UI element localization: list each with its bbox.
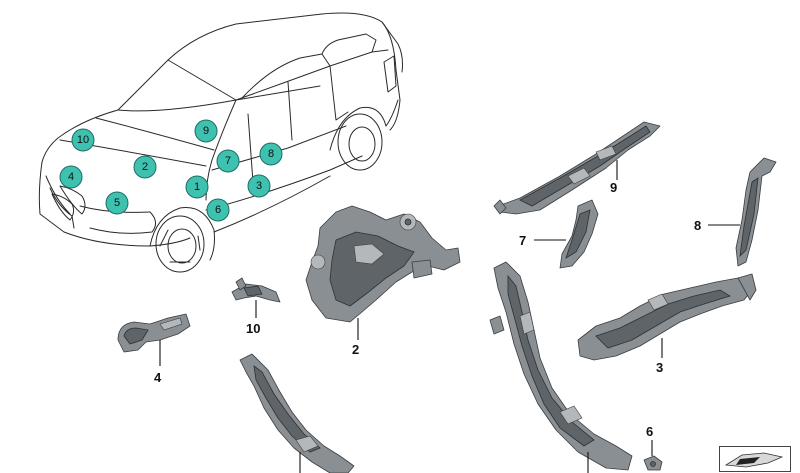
part-5-channel [489,261,633,471]
part-6-clip [643,455,663,471]
part-label-3: 3 [656,360,663,375]
part-2-bracket [305,205,461,323]
marker-5: 5 [105,191,129,215]
svg-text:1: 1 [194,181,200,193]
part-1-duct [239,353,355,473]
corner-logo-box [719,446,791,472]
marker-1: 1 [185,175,209,199]
svg-text:5: 5 [114,197,120,209]
svg-text:3: 3 [256,180,262,192]
svg-text:9: 9 [203,125,209,137]
svg-text:4: 4 [68,171,74,183]
marker-6: 6 [206,198,230,222]
svg-text:2: 2 [142,161,148,173]
part-label-4: 4 [154,370,162,385]
car-markers: 10 9 2 4 7 8 1 3 5 6 [59,119,283,222]
marker-10: 10 [71,128,95,152]
wrench-logo-icon [724,452,784,468]
svg-text:7: 7 [225,155,231,167]
part-label-10: 10 [246,321,260,336]
marker-3: 3 [247,174,271,198]
part-label-2: 2 [352,342,359,357]
part-label-6: 6 [646,424,653,439]
svg-text:10: 10 [77,134,89,146]
marker-9: 9 [194,119,218,143]
marker-7: 7 [216,149,240,173]
part-8-rail [735,157,777,267]
part-label-9: 9 [610,180,617,195]
part-4-duct [117,313,191,353]
part-label-8: 8 [694,218,701,233]
part-10-clip [231,277,281,303]
marker-8: 8 [259,142,283,166]
svg-text:8: 8 [268,148,274,160]
part-label-7: 7 [519,233,526,248]
svg-text:6: 6 [215,204,221,216]
part-9-bracket [493,121,661,215]
marker-2: 2 [133,155,157,179]
part-7-bracket [559,199,599,269]
part-3-tray [577,273,757,361]
car-outline [38,12,403,273]
marker-4: 4 [59,165,83,189]
